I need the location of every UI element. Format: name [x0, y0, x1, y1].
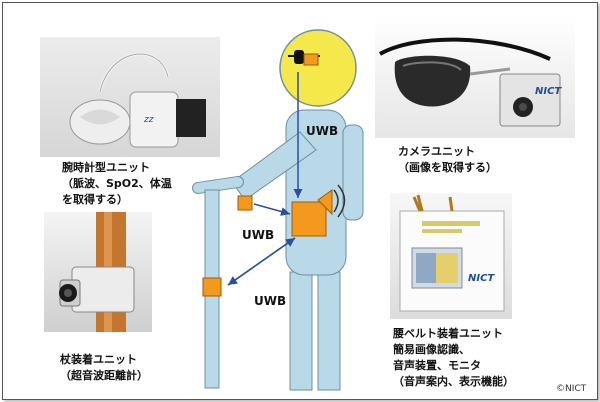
right-arm: [342, 124, 364, 221]
belt-unit-desc-line4: （音声案内、表示機能）: [393, 375, 514, 388]
uwb-label-head: UWB: [306, 124, 339, 138]
camera-unit-desc: （画像を取得する）: [398, 161, 497, 174]
cane-unit-photo: [44, 212, 152, 332]
speaker-sound-icon: [317, 184, 346, 218]
camera-unit-title: カメラユニット: [398, 145, 475, 158]
cane-unit-title: 杖装着ユニット: [60, 353, 137, 366]
cane-unit-marker: [202, 277, 222, 297]
glasses-lens: [294, 50, 304, 64]
wrist-unit-image: zz: [69, 52, 206, 148]
wrist-unit-desc-line2: （脈波、SpO2、体温: [62, 177, 172, 190]
cane-unit-desc: （超音波距離計）: [60, 369, 148, 382]
belt-unit-marker: [291, 201, 327, 237]
camera-unit-photo: NICT: [375, 14, 575, 138]
left-leg: [289, 271, 313, 391]
camera-glasses-image: NICT: [379, 37, 562, 127]
camera-unit-marker: [303, 53, 319, 66]
wrist-unit-photo: zz: [40, 37, 220, 157]
belt-unit-image: NICT: [399, 194, 505, 312]
wrist-unit-desc-line3: を取得する）: [62, 193, 128, 206]
wrist-unit-marker: [237, 195, 253, 211]
cane-unit-image: [59, 212, 135, 332]
belt-unit-photo: NICT: [390, 193, 512, 319]
belt-unit-desc-line2: 簡易画像認識、: [393, 343, 470, 356]
uwb-label-arm: UWB: [242, 228, 275, 242]
svg-text:NICT: NICT: [468, 273, 495, 284]
belt-unit-desc-line3: 音声装置、モニタ: [393, 359, 481, 372]
cane: [192, 176, 244, 389]
nict-credit: ©NICT: [556, 384, 587, 394]
svg-text:zz: zz: [143, 115, 154, 125]
wrist-unit-title: 腕時計型ユニット: [62, 161, 150, 174]
right-leg: [317, 271, 341, 391]
svg-text:NICT: NICT: [535, 86, 562, 97]
head: [279, 29, 357, 107]
uwb-arrow-cane-to-belt: [227, 237, 296, 286]
belt-unit-title: 腰ベルト装着ユニット: [393, 327, 503, 340]
uwb-label-cane: UWB: [254, 294, 287, 308]
uwb-arrow-wrist-to-belt: [253, 203, 291, 216]
